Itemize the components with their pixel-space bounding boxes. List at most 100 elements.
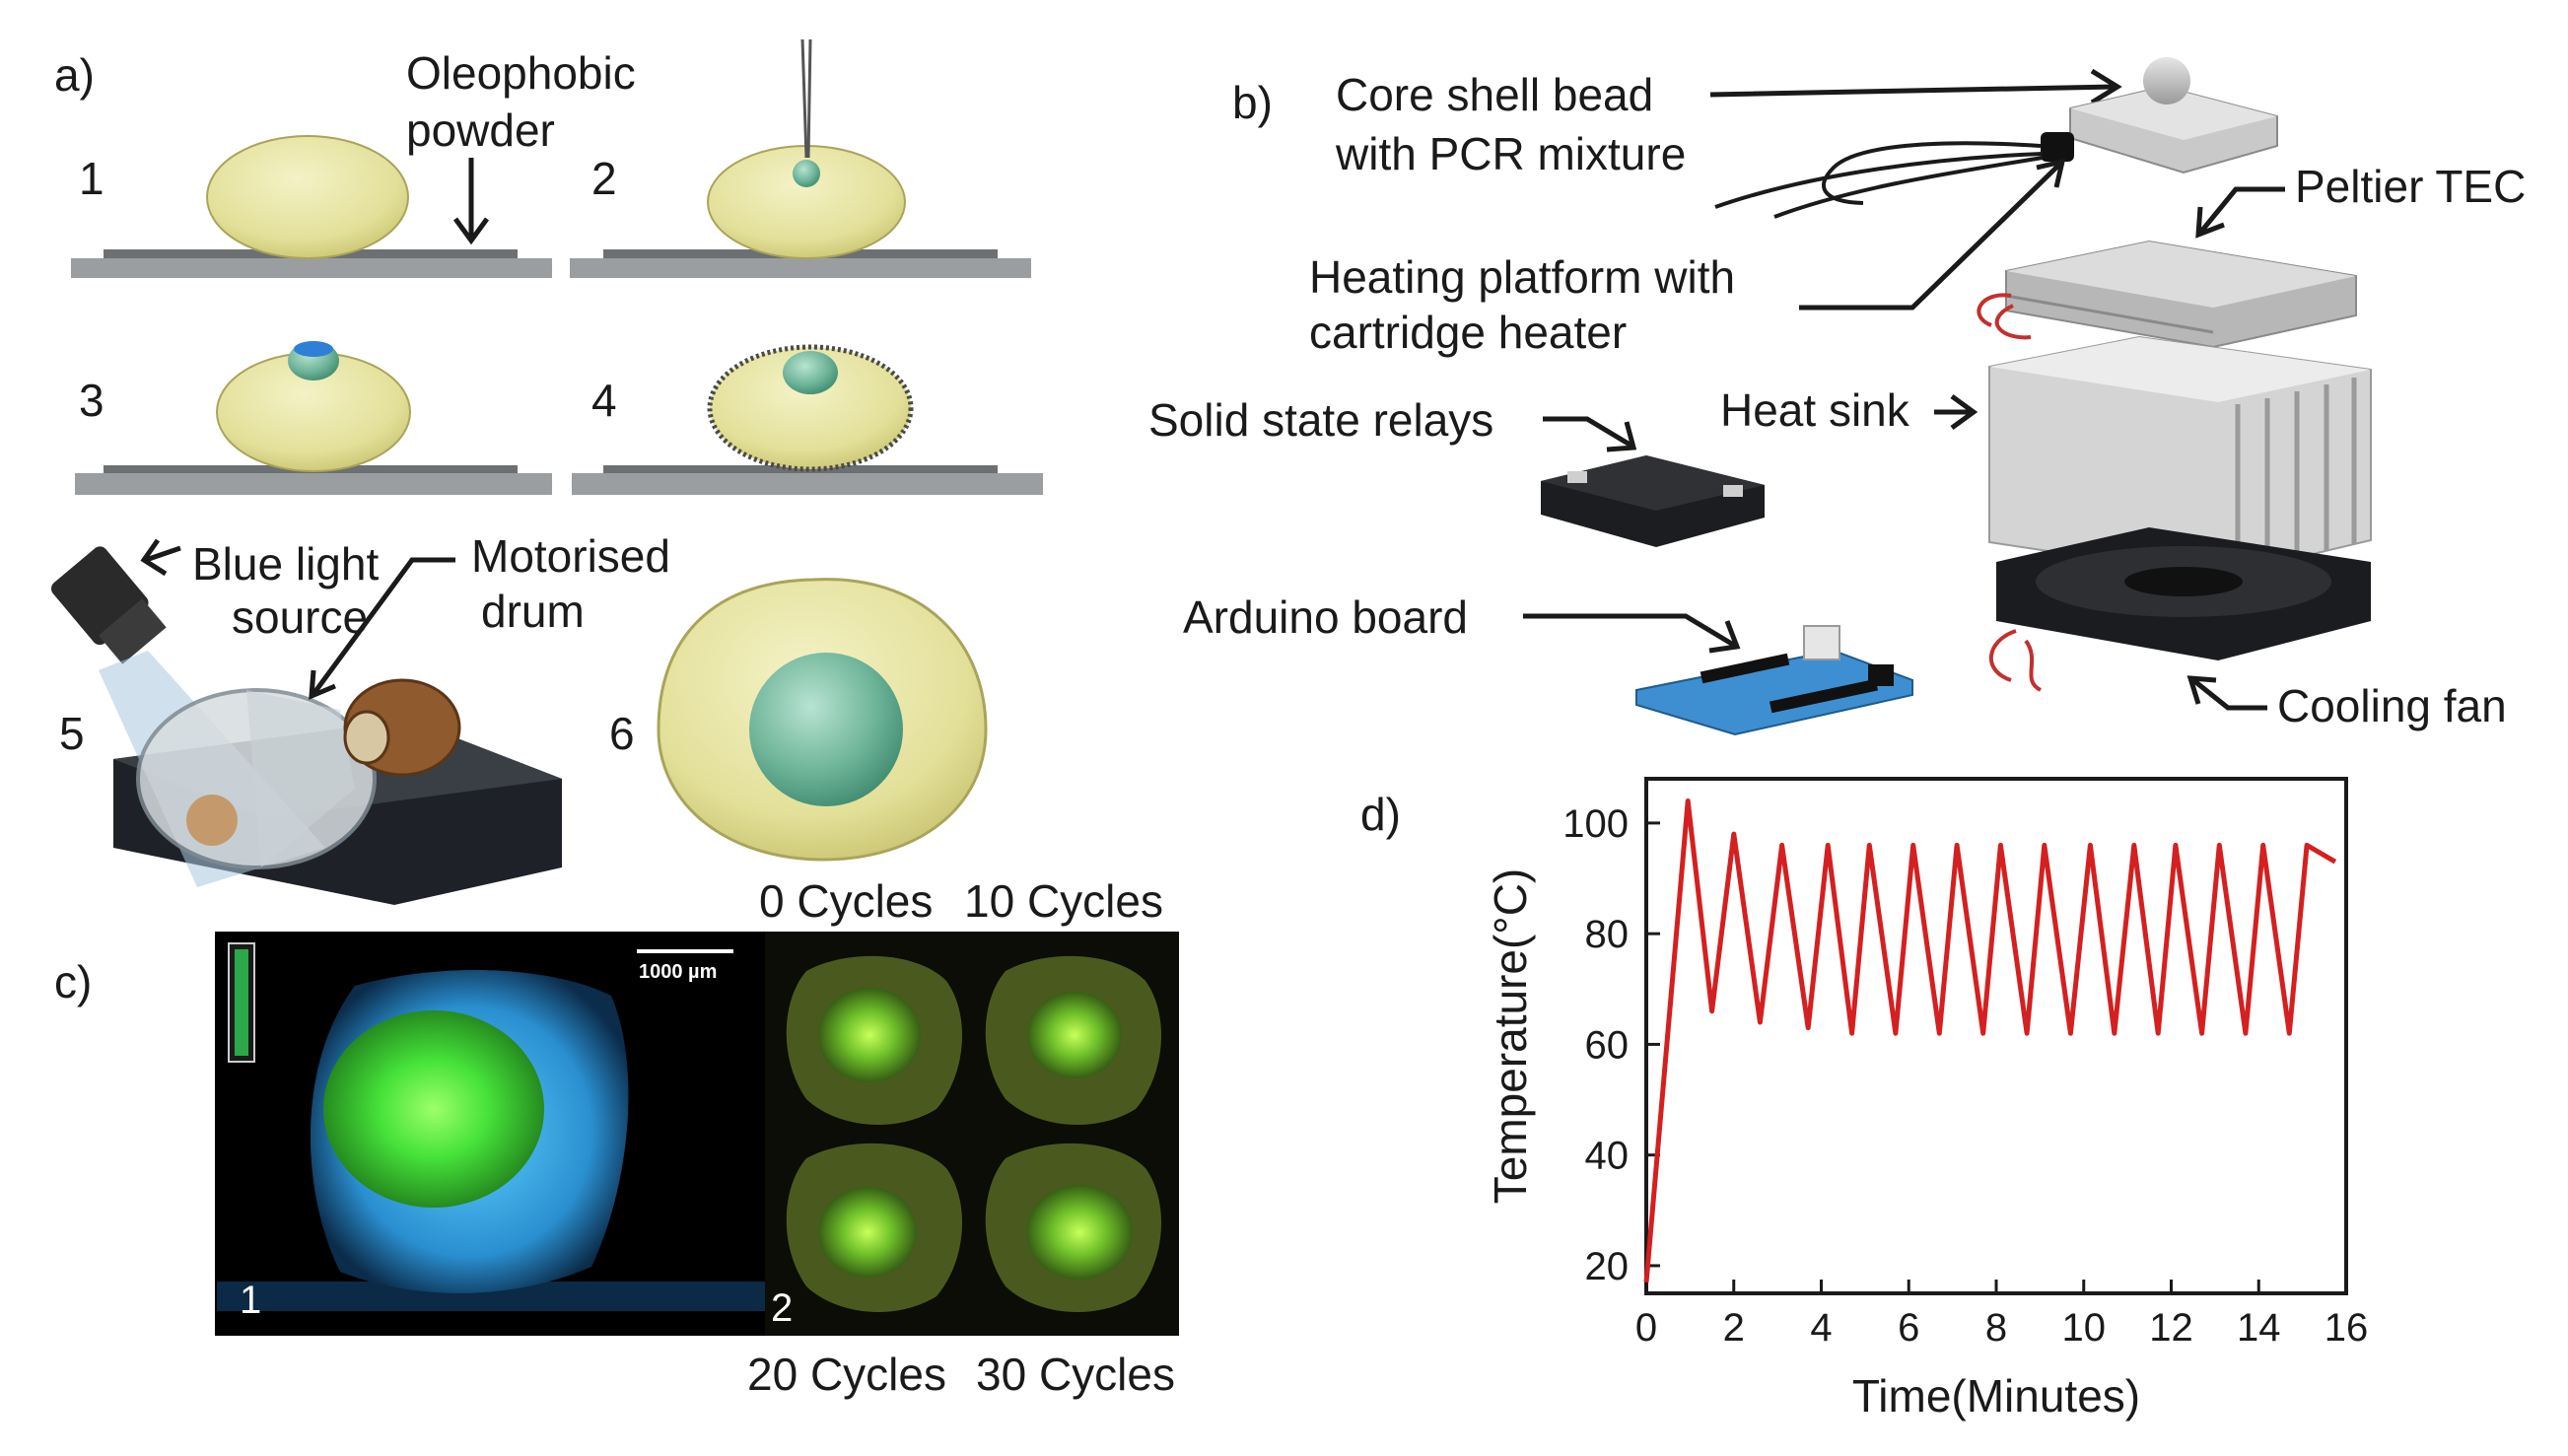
heating-platform-label-line2: cartridge heater	[1309, 307, 1627, 358]
cycle-image-30	[985, 1143, 1162, 1313]
panel-c: c) 0 Cycles 10 Cycles 20 Cycles 30 Cycle…	[54, 875, 1179, 1400]
x-tick-label: 12	[2149, 1306, 2193, 1350]
fan-hub	[2124, 567, 2243, 596]
heat-sink-top	[1989, 337, 2371, 402]
y-tick-label: 100	[1562, 802, 1629, 846]
y-tick-label: 80	[1585, 913, 1630, 956]
arrow-icon	[1799, 158, 2066, 311]
power-jack	[1868, 664, 1894, 686]
relay-top	[1541, 455, 1765, 511]
needle	[806, 38, 812, 159]
step-3-number: 3	[79, 375, 104, 426]
heat-sink-fins	[2235, 378, 2357, 572]
peltier-label: Peltier TEC	[2295, 161, 2526, 212]
light-source	[51, 546, 167, 664]
x-tick-label: 14	[2237, 1306, 2281, 1350]
micrograph-1-number: 1	[240, 1279, 261, 1322]
panel-c-label: c)	[54, 956, 92, 1007]
cycle-label-30: 30 Cycles	[976, 1349, 1175, 1400]
cycle-label-0: 0 Cycles	[759, 875, 933, 927]
y-tick-label: 20	[1585, 1245, 1630, 1288]
step-2-number: 2	[591, 153, 617, 204]
heater-wires	[1714, 141, 2044, 219]
blue-light-label-line2: source	[232, 591, 368, 643]
cycle-label-10: 10 Cycles	[964, 875, 1163, 927]
fan-wire-red	[1989, 629, 2043, 692]
panel-b-label: b)	[1232, 77, 1273, 128]
motor-shaft	[343, 710, 390, 765]
x-tick-label: 0	[1635, 1306, 1657, 1350]
arrow-icon	[1934, 393, 1978, 431]
y-tick-label: 40	[1585, 1135, 1630, 1178]
usb-port	[1803, 625, 1840, 660]
cycle-image-10	[985, 955, 1162, 1126]
peltier-top	[2006, 242, 2356, 308]
heating-platform-top	[2070, 87, 2277, 140]
arrow-icon	[452, 158, 490, 245]
cycle-image-0	[786, 955, 963, 1126]
x-axis-label: Time(Minutes)	[1852, 1370, 2140, 1421]
substrate-plate	[570, 258, 1031, 278]
x-tick-label: 16	[2325, 1306, 2369, 1350]
blue-light-label: Blue light	[192, 538, 379, 589]
blue-cap	[294, 341, 333, 357]
relays-label: Solid state relays	[1148, 394, 1493, 446]
substrate-plate	[71, 258, 552, 278]
cycle-image-20	[786, 1143, 963, 1313]
arrow-icon	[1709, 68, 2122, 105]
arrow-icon	[2195, 186, 2285, 239]
arduino-header	[1769, 678, 1879, 714]
cooling-fan-label: Cooling fan	[2277, 680, 2507, 731]
arrow-icon	[140, 538, 181, 577]
step-6-number: 6	[609, 708, 635, 759]
needle	[800, 38, 808, 159]
oil-droplet	[206, 135, 409, 259]
substrate-plate	[75, 473, 552, 495]
scale-bar-label: 1000 µm	[639, 961, 717, 983]
heating-platform-label: Heating platform with	[1309, 251, 1735, 303]
bead-core-fluorescence	[323, 1010, 544, 1208]
substrate-plate	[572, 473, 1043, 495]
micrograph-2-number: 2	[771, 1286, 793, 1330]
x-axis: 0 2 4 6 8 10 12 14 16	[1635, 1280, 2368, 1350]
core-shell-bead-icon	[2143, 57, 2190, 104]
heat-sink-label: Heat sink	[1720, 384, 1910, 436]
color-scale-fill	[235, 949, 248, 1056]
y-axis-label: Temperature(°C)	[1485, 868, 1536, 1205]
y-axis: 20 40 60 80 100	[1562, 802, 1660, 1288]
motorised-label: Motorised	[471, 530, 670, 582]
coated-droplet	[707, 344, 914, 472]
x-tick-label: 10	[2062, 1306, 2107, 1350]
panel-b: b) Core shell bead with PCR mixture Pelt…	[1148, 57, 2526, 736]
x-tick-label: 2	[1723, 1306, 1745, 1350]
x-tick-label: 6	[1898, 1306, 1919, 1350]
panel-a-label: a)	[54, 49, 95, 101]
panel-a: a) Oleophobic powder 1 2 3 4 5	[51, 38, 1043, 905]
drum-cone	[246, 690, 355, 867]
x-tick-label: 4	[1810, 1306, 1832, 1350]
arrow-icon	[1543, 416, 1637, 452]
relay-terminal	[1567, 471, 1587, 483]
panel-d-label: d)	[1360, 789, 1401, 840]
peltier-seam	[2005, 294, 2214, 334]
core-shell-label-line2: with PCR mixture	[1335, 128, 1686, 179]
arrow-icon	[1523, 613, 1741, 654]
plot-frame	[1644, 777, 2348, 1295]
aqueous-core	[749, 653, 903, 806]
panel-d-chart: d) 0 2 4 6 8 10 12 14 16 20 40 60 80 100 Time(Minute…	[1360, 777, 2368, 1421]
cartridge-heater	[2041, 132, 2074, 162]
bead-in-drum	[186, 795, 238, 846]
oleophobic-label: Oleophobic	[406, 47, 636, 99]
aqueous-core	[783, 351, 838, 394]
y-tick-label: 60	[1585, 1023, 1630, 1067]
arrow-icon	[309, 557, 455, 700]
motorised-label-line2: drum	[481, 586, 585, 637]
core-shell-label: Core shell bead	[1336, 69, 1653, 120]
oleophobic-label-line2: powder	[406, 104, 555, 156]
step-5-number: 5	[59, 708, 85, 759]
x-tick-label: 8	[1985, 1306, 2007, 1350]
step-1-number: 1	[79, 153, 104, 204]
temperature-series-line	[1643, 798, 2337, 1283]
step-4-number: 4	[591, 375, 617, 426]
